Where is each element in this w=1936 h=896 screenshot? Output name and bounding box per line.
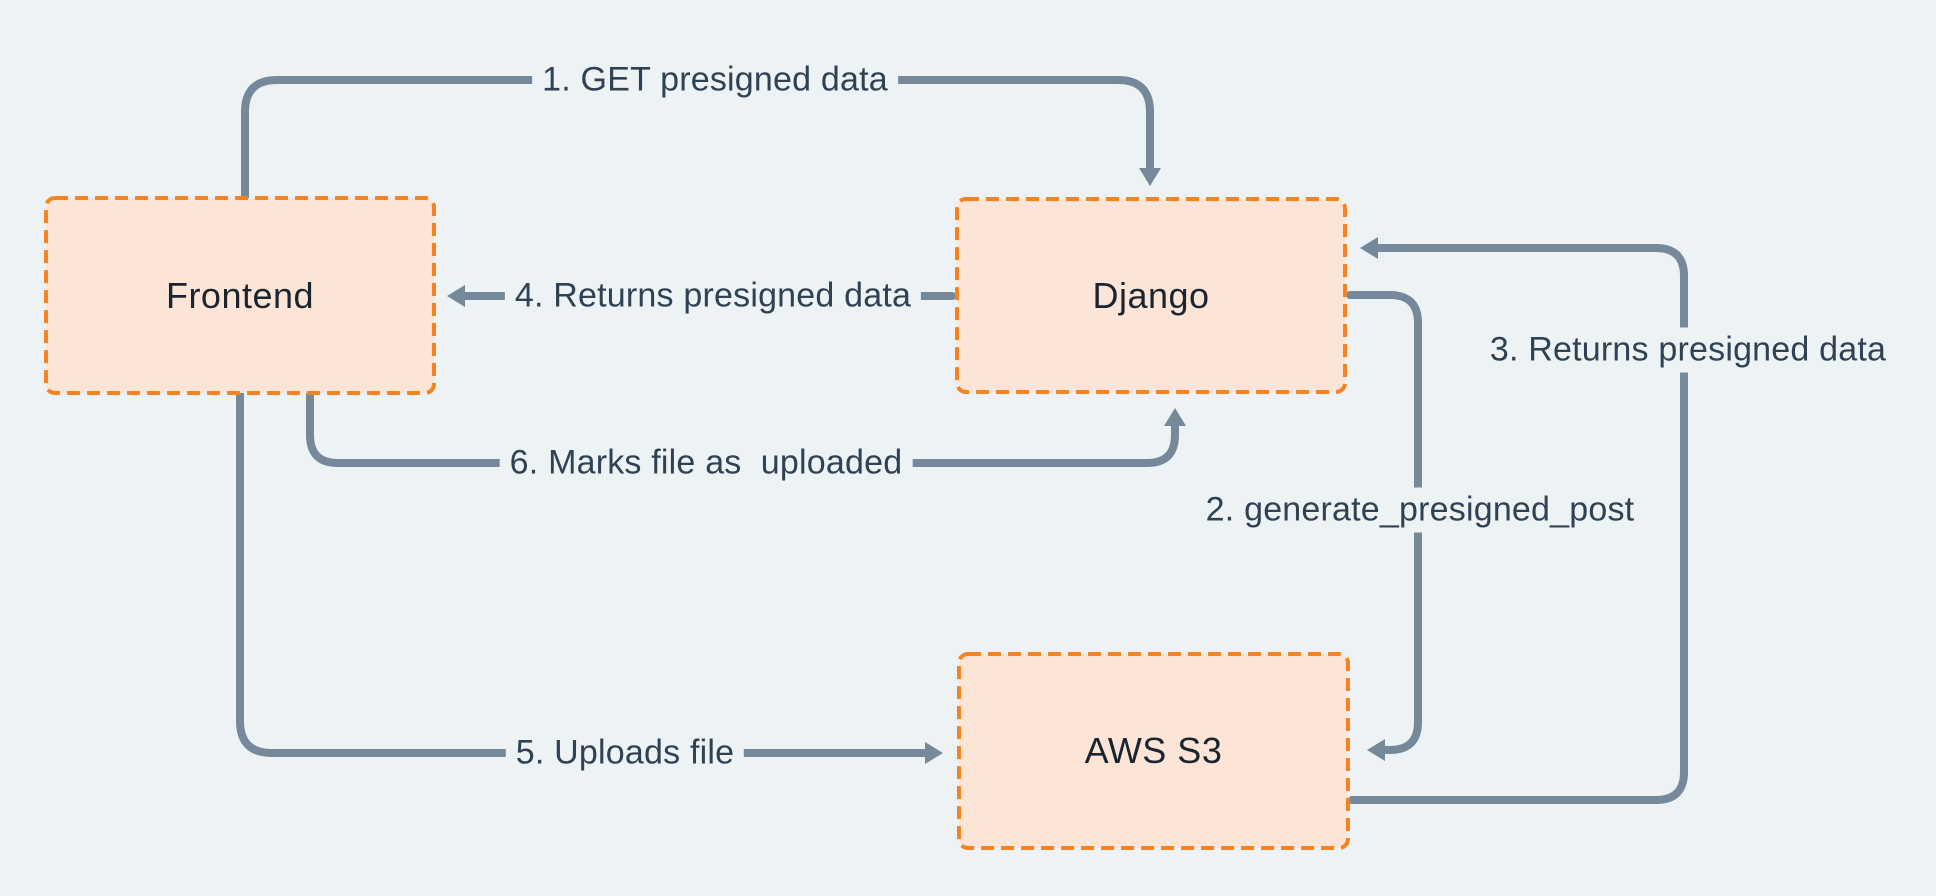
arrow-1-label: 1. GET presigned data bbox=[532, 57, 898, 103]
arrow-4-label: 4. Returns presigned data bbox=[504, 273, 922, 319]
arrow-5-label: 5. Uploads file bbox=[505, 730, 745, 776]
node-frontend-rect bbox=[44, 196, 436, 395]
arrow-6-label: 6. Marks file as uploaded bbox=[499, 440, 913, 486]
node-django-rect bbox=[955, 197, 1347, 394]
arrow-3-label: 3. Returns presigned data bbox=[1479, 327, 1897, 373]
arrow-5-uploads-file bbox=[236, 390, 943, 764]
arrow-3-returns-presigned-data bbox=[1348, 237, 1688, 804]
node-aws-s3-rect bbox=[957, 652, 1350, 850]
arrow-2-label: 2. generate_presigned_post bbox=[1195, 487, 1645, 533]
